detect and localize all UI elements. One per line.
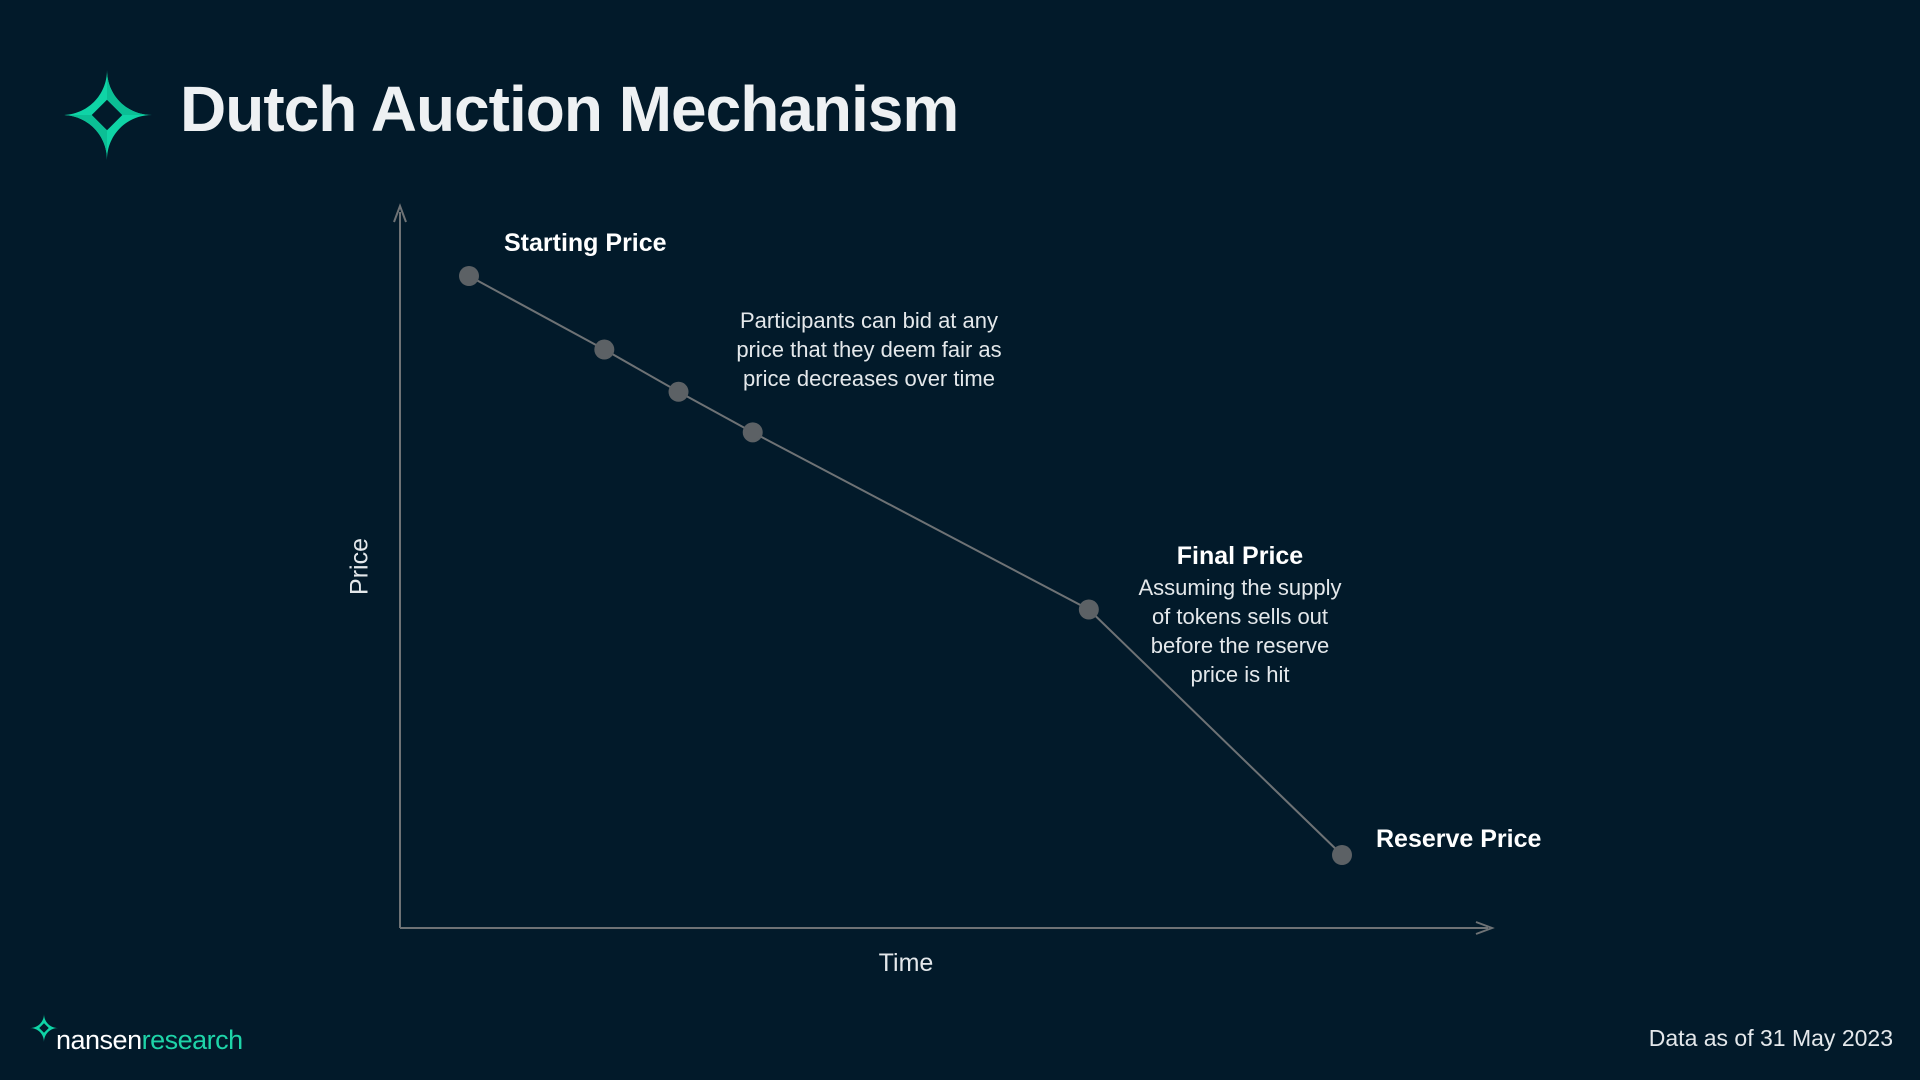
- y-axis-label: Price: [345, 538, 374, 595]
- y-axis-arrow: [393, 203, 407, 223]
- participants-note: Participants can bid at any price that t…: [669, 306, 1069, 393]
- bid-point-point: [742, 422, 763, 443]
- starting-price-point: [459, 266, 479, 286]
- bid-point-point: [668, 381, 689, 402]
- note-line: price decreases over time: [743, 366, 995, 391]
- note-line: Assuming the supply: [1138, 575, 1342, 600]
- note-line: price is hit: [1190, 662, 1290, 687]
- note-line: before the reserve: [1150, 633, 1330, 658]
- x-axis-label: Time: [878, 949, 934, 977]
- price-decline-line: [468, 275, 1343, 856]
- reserve-price-point: [1332, 845, 1352, 865]
- brand-nansen: nansen: [56, 1025, 142, 1055]
- note-line: Participants can bid at any: [739, 308, 999, 333]
- nansen-star-icon: [62, 70, 152, 160]
- bid-point-point: [594, 339, 615, 360]
- starting-price-label: Starting Price: [504, 229, 667, 257]
- note-line: price that they deem fair as: [736, 337, 1002, 362]
- brand-research: research: [141, 1025, 244, 1055]
- x-axis-arrow: [1475, 921, 1495, 935]
- nansen-star-icon: [30, 1014, 58, 1042]
- data-as-of: Data as of 31 May 2023: [1648, 1025, 1893, 1051]
- page-title: Dutch Auction Mechanism: [180, 73, 959, 145]
- reserve-price-label: Reserve Price: [1376, 825, 1542, 853]
- note-line: of tokens sells out: [1151, 604, 1329, 629]
- final-price-point: [1078, 599, 1099, 620]
- final-price-block: Final Price Assuming the supply of token…: [1090, 542, 1390, 689]
- final-price-label: Final Price: [1176, 542, 1304, 570]
- final-price-note: Assuming the supply of tokens sells out …: [1090, 573, 1390, 689]
